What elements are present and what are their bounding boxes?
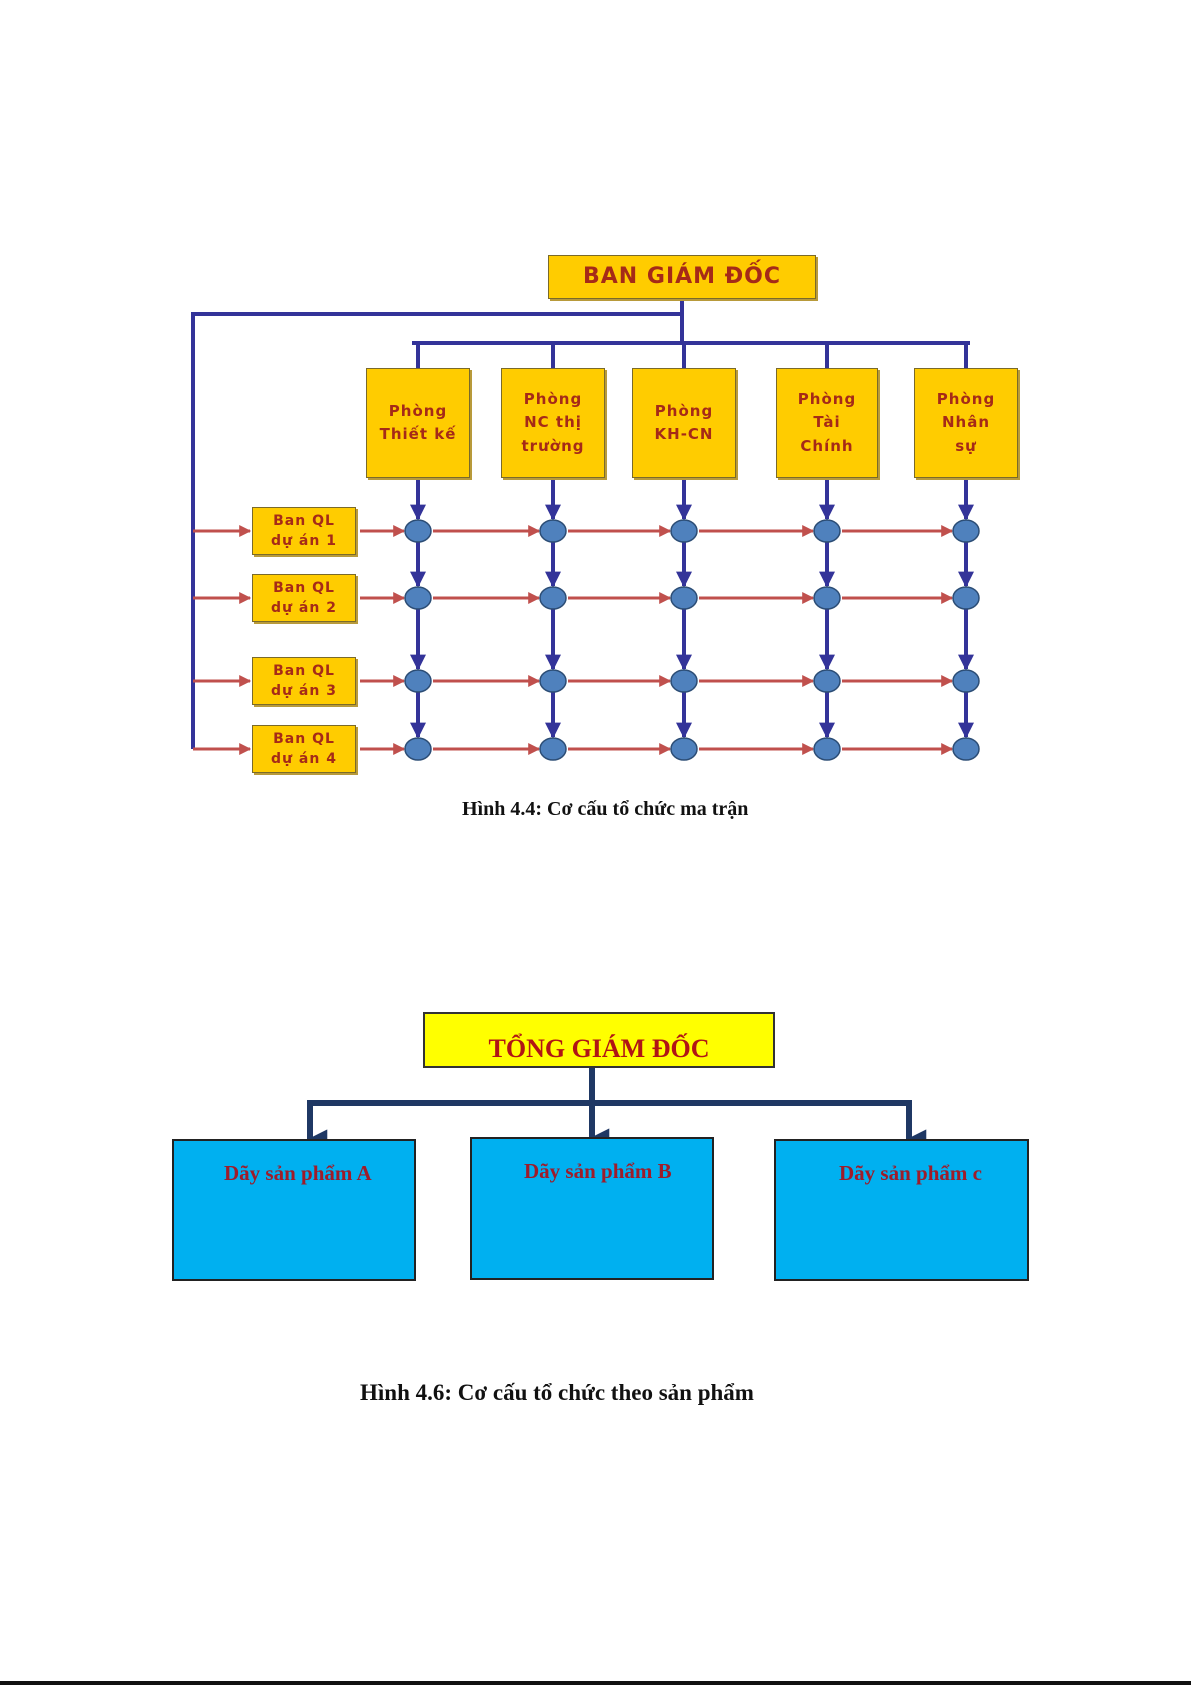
matrix-node [814,520,840,542]
board-of-directors-box: BAN GIÁM ĐỐC [548,255,816,299]
project-board-label: Ban QL dự án 2 [271,578,337,619]
department-box: Phòng Nhân sự [914,368,1018,478]
product-line-box: Dãy sản phẩm c [774,1139,1029,1281]
matrix-node [540,587,566,609]
project-board-label: Ban QL dự án 3 [271,661,337,702]
department-label: Phòng Thiết kế [380,400,457,447]
department-label: Phòng NC thị trường [522,388,585,458]
project-board-label: Ban QL dự án 4 [271,729,337,770]
product-line-box: Dãy sản phẩm A [172,1139,416,1281]
matrix-node [405,587,431,609]
general-director-label: TỔNG GIÁM ĐỐC [489,1034,710,1064]
product-line-label: Dãy sản phẩm B [524,1159,672,1184]
project-board-box: Ban QL dự án 4 [252,725,356,773]
general-director-box: TỔNG GIÁM ĐỐC [423,1012,775,1068]
department-box: Phòng Tài Chính [776,368,878,478]
matrix-node [814,670,840,692]
matrix-node [953,670,979,692]
matrix-node [405,520,431,542]
product-line-box: Dãy sản phẩm B [470,1137,714,1280]
matrix-node [671,738,697,760]
matrix-node [540,738,566,760]
department-box: Phòng Thiết kế [366,368,470,478]
matrix-node [540,670,566,692]
department-label: Phòng Tài Chính [798,388,856,458]
product-line-label: Dãy sản phẩm c [839,1161,982,1186]
department-box: Phòng KH-CN [632,368,736,478]
project-board-label: Ban QL dự án 1 [271,511,337,552]
project-board-box: Ban QL dự án 3 [252,657,356,705]
matrix-node [953,738,979,760]
board-of-directors-label: BAN GIÁM ĐỐC [583,260,781,294]
department-box: Phòng NC thị trường [501,368,605,478]
matrix-node [814,587,840,609]
project-board-box: Ban QL dự án 1 [252,507,356,555]
product-line-label: Dãy sản phẩm A [224,1161,372,1186]
project-board-box: Ban QL dự án 2 [252,574,356,622]
matrix-node [953,587,979,609]
figure-caption-product: Hình 4.6: Cơ cấu tổ chức theo sản phẩm [360,1380,754,1406]
matrix-node [540,520,566,542]
matrix-node [405,670,431,692]
matrix-node [671,670,697,692]
matrix-node [405,738,431,760]
page-bottom-border [0,1681,1191,1685]
department-label: Phòng KH-CN [655,400,714,447]
figure-caption-matrix: Hình 4.4: Cơ cấu tổ chức ma trận [462,798,748,821]
matrix-node [671,520,697,542]
department-label: Phòng Nhân sự [937,388,995,458]
matrix-node [953,520,979,542]
matrix-node [814,738,840,760]
matrix-node [671,587,697,609]
